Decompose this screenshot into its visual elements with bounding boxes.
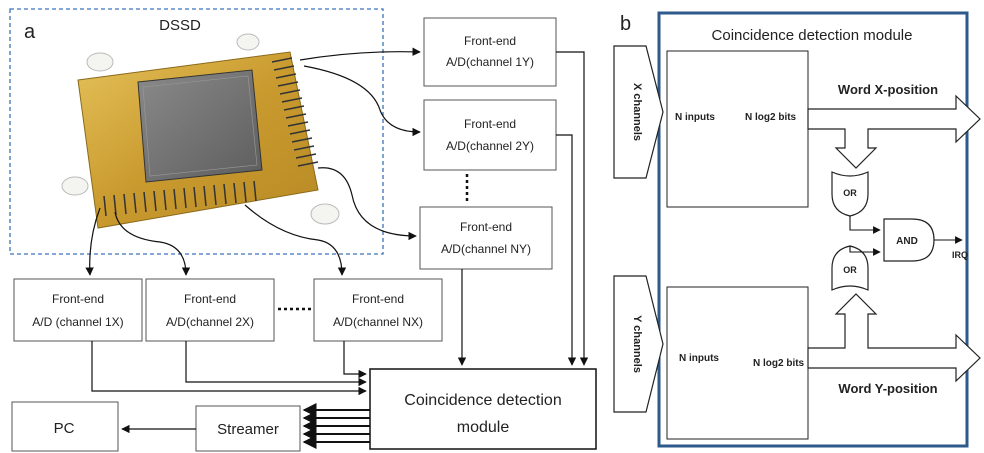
frontend-1x-box (13, 278, 143, 342)
frontend-1y-line2: A/D(channel 1Y) (446, 55, 534, 69)
or-gate-bottom-label: OR (843, 265, 857, 275)
y-channels-arrow (613, 275, 664, 413)
frontend-nx-line1: Front-end (352, 292, 404, 306)
panel-a-label: a (24, 21, 36, 43)
or-gate-top-label: OR (843, 188, 857, 198)
detector-to-y-connectors (299, 47, 421, 241)
y-channels-label: Y channels (631, 315, 643, 373)
panel-b-label: b (620, 13, 631, 35)
module-title: Coincidence detection module (712, 27, 913, 44)
dssd-label: DSSD (159, 17, 201, 34)
frontend-2y-line2: A/D(channel 2Y) (446, 139, 534, 153)
dssd-detector-image (61, 33, 340, 229)
word-x-bus-arrow (807, 94, 981, 169)
x-channels-arrow (613, 45, 664, 179)
frontend-1y-box (423, 17, 557, 87)
y-bits-label: N log2 bits (753, 358, 805, 369)
gate-wiring (849, 216, 963, 256)
frontend-1x-line1: Front-end (52, 292, 104, 306)
x-bits-label: N log2 bits (745, 112, 797, 123)
y-encoder-block (666, 286, 809, 440)
and-gate-label: AND (896, 236, 918, 247)
word-y-label: Word Y-position (838, 381, 937, 396)
frontend-ny-line1: Front-end (460, 220, 512, 234)
word-x-label: Word X-position (838, 82, 938, 97)
frontend-1x-line2: A/D (channel 1X) (32, 315, 123, 329)
detector-to-x-connectors (85, 204, 347, 276)
coincidence-module-line1: Coincidence detection (404, 392, 561, 409)
frontend-1y-line1: Front-end (464, 34, 516, 48)
frontend-ny-line2: A/D(channel NY) (441, 242, 531, 256)
coincidence-module-line2: module (457, 419, 510, 436)
frontend-nx-box (313, 278, 443, 342)
frontend-2x-line1: Front-end (184, 292, 236, 306)
dssd-dashed-frame (9, 8, 384, 255)
module-to-streamer-bus (302, 403, 370, 449)
frontend-2x-box (145, 278, 275, 342)
streamer-label: Streamer (217, 421, 279, 438)
frontend-2y-line1: Front-end (464, 117, 516, 131)
pc-label: PC (54, 420, 75, 437)
x-to-module-connectors (91, 341, 367, 396)
y-to-module-connectors (457, 51, 589, 366)
coincidence-module-box (369, 368, 597, 450)
frontend-2x-line2: A/D(channel 2X) (166, 315, 254, 329)
irq-label: IRQ (952, 250, 968, 260)
pc-box (11, 401, 119, 452)
frontend-2y-box (423, 99, 557, 171)
frontend-nx-line2: A/D(channel NX) (333, 315, 423, 329)
y-inputs-label: N inputs (679, 353, 719, 364)
frontend-ny-box (419, 206, 553, 270)
or-gate-top (831, 171, 869, 217)
word-y-bus-arrow (807, 293, 981, 383)
or-gate-bottom (831, 245, 869, 291)
x-inputs-label: N inputs (675, 112, 715, 123)
x-encoder-block (666, 50, 809, 208)
x-channels-label: X channels (631, 83, 643, 141)
